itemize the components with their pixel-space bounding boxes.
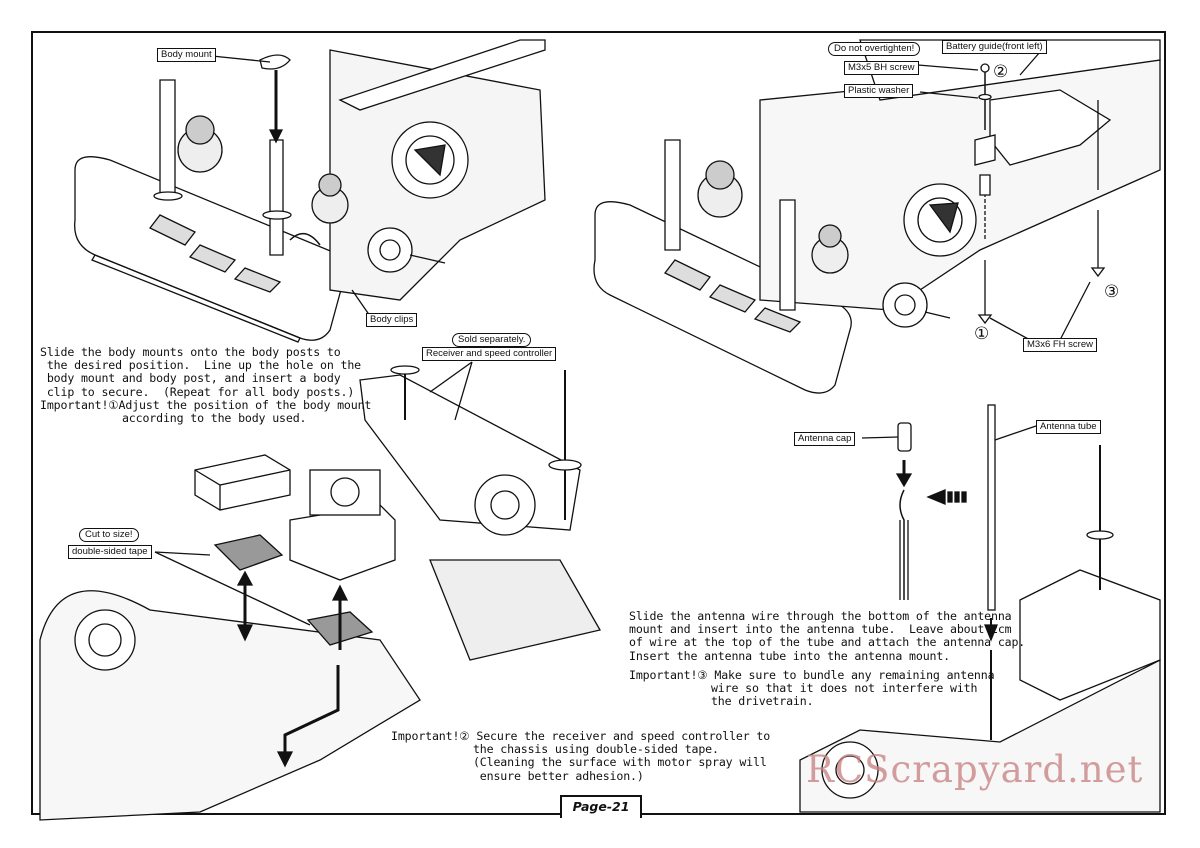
marker-two: ② bbox=[993, 62, 1009, 82]
label-do-not-overtighten: Do not overtighten! bbox=[828, 42, 921, 56]
important-note-1: Important!①Adjust the position of the bo… bbox=[40, 398, 372, 426]
label-plastic-washer: Plastic washer bbox=[844, 84, 914, 98]
label-double-sided-tape: double-sided tape bbox=[68, 545, 152, 559]
front-chassis-illustration-right bbox=[593, 39, 1161, 394]
marker-three: ③ bbox=[1104, 282, 1120, 302]
antenna-illustration bbox=[799, 404, 1161, 813]
label-sold-separately: Sold separately. bbox=[452, 333, 532, 347]
marker-one: ① bbox=[974, 324, 990, 344]
label-antenna-tube: Antenna tube bbox=[1036, 420, 1101, 434]
label-antenna-cap: Antenna cap bbox=[794, 432, 856, 446]
label-m3x6-fh-screw: M3x6 FH screw bbox=[1023, 338, 1097, 352]
label-body-mount: Body mount bbox=[157, 48, 216, 62]
instruction-body-posts: Slide the body mounts onto the body post… bbox=[40, 345, 362, 399]
label-battery-guide: Battery guide(front left) bbox=[942, 40, 1047, 54]
page-number: Page-21 bbox=[560, 795, 642, 818]
label-receiver-speed-controller: Receiver and speed controller bbox=[422, 347, 557, 361]
label-cut-to-size: Cut to size! bbox=[79, 528, 139, 542]
important-note-3: Important!③ Make sure to bundle any rema… bbox=[629, 668, 995, 709]
watermark: RCScrapyard.net bbox=[806, 748, 1144, 791]
front-chassis-illustration-left bbox=[74, 39, 546, 343]
label-body-clips: Body clips bbox=[366, 313, 418, 327]
instruction-antenna: Slide the antenna wire through the botto… bbox=[629, 609, 1026, 663]
important-note-2: Important!② Secure the receiver and spee… bbox=[391, 729, 771, 783]
receiver-esc-illustration bbox=[39, 361, 601, 821]
label-m3x5-bh-screw: M3x5 BH screw bbox=[844, 61, 919, 75]
